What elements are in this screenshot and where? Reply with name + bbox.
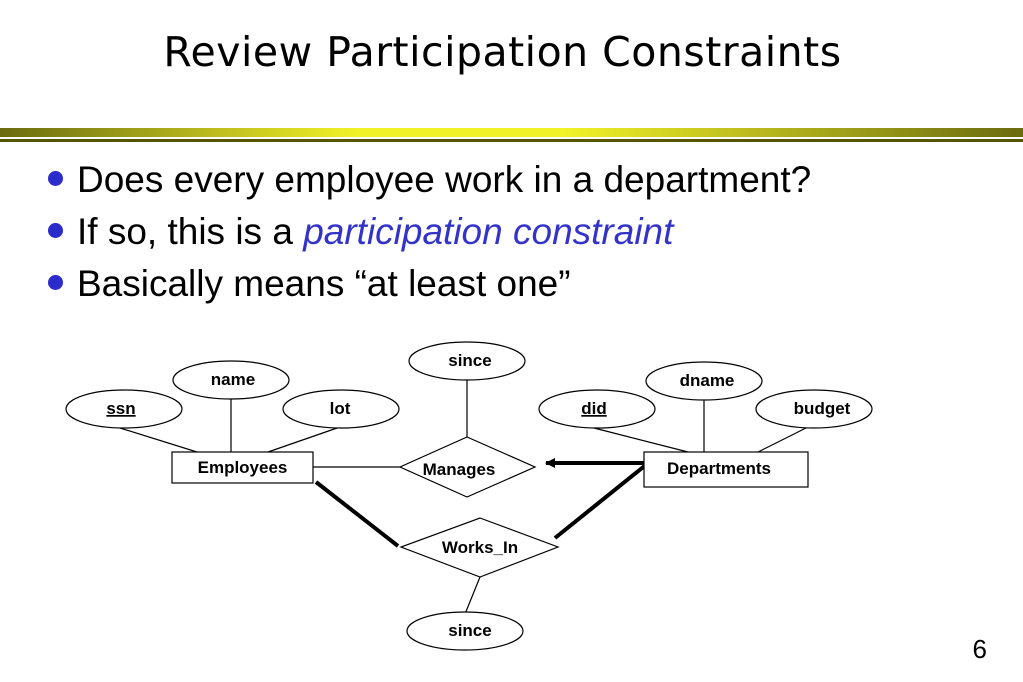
- bullet-item: Basically means “at least one”: [48, 258, 811, 310]
- relationship-works-in-label: Works_In: [442, 538, 518, 557]
- attribute-works-in-since-label: since: [448, 621, 491, 640]
- attribute-dname-label: dname: [680, 371, 735, 390]
- slide-title: Review Participation Constraints: [163, 28, 842, 76]
- edge-since-works-in: [464, 576, 481, 615]
- attribute-lot-label: lot: [330, 399, 351, 418]
- attribute-works-in-since: since: [406, 611, 524, 651]
- attribute-budget-label: budget: [794, 399, 851, 418]
- edge-employees-works-in-total: [314, 480, 400, 548]
- attribute-name-label: name: [211, 370, 255, 389]
- relationship-manages: Manages: [398, 436, 537, 498]
- edge-lot-employees: [267, 426, 341, 453]
- edge-did-departments: [593, 427, 689, 453]
- bullet-emphasis: participation constraint: [303, 211, 674, 252]
- edge-departments-works-in-total: [553, 462, 649, 540]
- entity-departments-label: Departments: [667, 459, 771, 478]
- title-divider: [0, 128, 1023, 142]
- bullet-item: If so, this is a participation constrain…: [48, 206, 811, 258]
- relationship-works-in: Works_In: [399, 517, 560, 578]
- bullet-dot-icon: [48, 223, 63, 238]
- attribute-ssn: ssn: [65, 389, 183, 429]
- attribute-manages-since-label: since: [448, 351, 491, 370]
- attribute-did-label: did: [581, 399, 607, 418]
- bullet-dot-icon: [48, 171, 63, 186]
- attribute-ssn-label: ssn: [106, 399, 135, 418]
- attribute-did: did: [538, 389, 656, 429]
- attribute-lot: lot: [282, 389, 400, 429]
- bullet-text: Basically means “at least one”: [77, 263, 571, 304]
- attribute-manages-since: since: [408, 341, 526, 381]
- bullet-item: Does every employee work in a department…: [48, 154, 811, 206]
- attribute-budget: budget: [755, 389, 873, 429]
- bullet-text: Does every employee work in a department…: [77, 159, 812, 200]
- edge-ssn-employees: [119, 427, 198, 453]
- entity-employees: Employees: [171, 451, 314, 484]
- page-number: 6: [972, 634, 987, 664]
- edge-budget-departments: [757, 426, 809, 453]
- attribute-name: name: [172, 360, 290, 400]
- bullet-dot-icon: [48, 275, 63, 290]
- attribute-dname: dname: [645, 361, 763, 401]
- bullet-list: Does every employee work in a department…: [48, 154, 811, 310]
- bullet-text: If so, this is a: [77, 211, 304, 252]
- entity-employees-label: Employees: [198, 458, 288, 477]
- entity-departments: Departments: [643, 451, 809, 488]
- relationship-manages-label: Manages: [423, 460, 496, 479]
